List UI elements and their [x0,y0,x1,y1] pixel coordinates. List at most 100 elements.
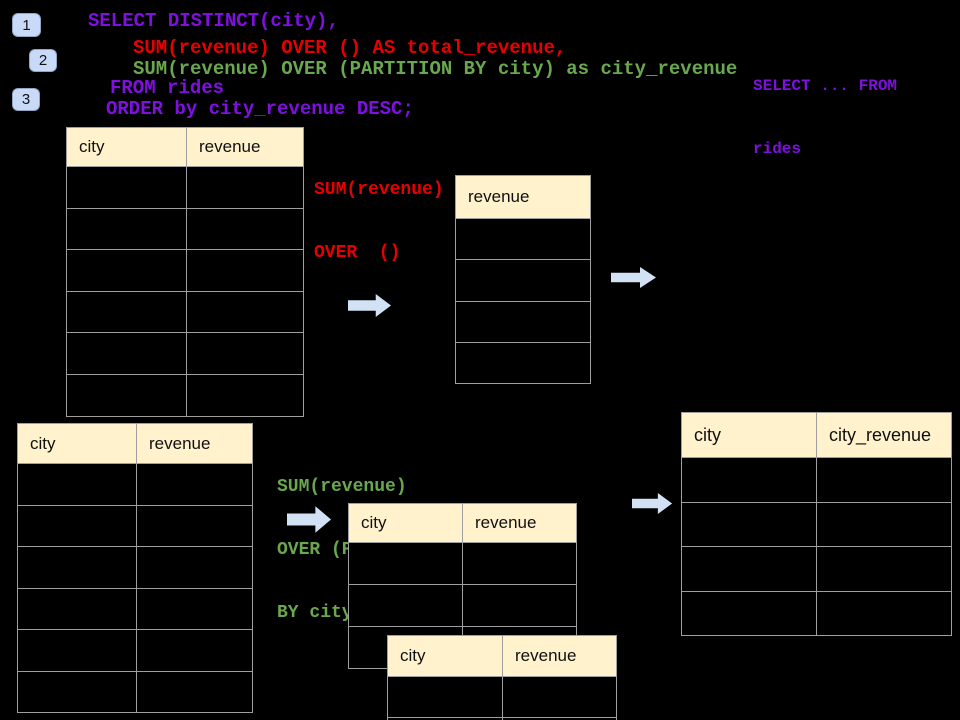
table-cell-empty [137,547,252,588]
column-header-revenue: revenue [456,176,590,218]
table-row [67,332,303,374]
column-header-city: city [349,504,463,542]
table-cell-empty [456,260,590,300]
table-rides-partition-input: city revenue [17,423,253,713]
table-cell-empty [682,458,817,502]
table-header-row: city city_revenue [682,413,951,457]
sql-line-total-revenue: SUM(revenue) OVER () AS total_revenue, [133,37,567,59]
table-cell-empty [137,506,252,547]
column-header-city-revenue: city_revenue [817,413,951,457]
column-header-revenue: revenue [187,128,303,166]
table-cell-empty [187,167,303,208]
sql-line-from: FROM rides [110,77,225,99]
table-cell-empty [682,547,817,591]
table-row [18,629,252,671]
table-row [682,546,951,591]
column-header-city: city [682,413,817,457]
table-row [682,501,951,547]
table-cell-empty [817,592,951,636]
sql-line-order-by: ORDER by city_revenue DESC; [106,98,414,120]
table-header-row: city revenue [349,504,576,542]
arrow-right-icon [611,266,656,289]
sql-line-select: SELECT DISTINCT(city), [88,10,339,32]
step-badge-3: 3 [12,88,40,111]
table-cell-empty [456,219,590,259]
table-row [67,373,303,416]
sql-line-city-revenue: SUM(revenue) OVER (PARTITION BY city) as… [133,58,738,80]
column-header-revenue: revenue [463,504,576,542]
table-cell-empty [349,585,463,626]
arrow-right-icon [348,294,392,317]
table-cell-empty [503,677,616,717]
table-cell-empty [67,333,187,374]
table-cell-empty [18,547,137,588]
table-row [67,207,303,250]
label-sum-over-total-line-1: SUM(revenue) [314,180,444,200]
table-cell-empty [137,589,252,630]
table-cell-empty [187,333,303,374]
table-cell-empty [67,291,187,333]
table-row [67,249,303,291]
table-header-row: city revenue [18,424,252,463]
table-cell-empty [456,302,590,342]
table-city-revenue-result: city city_revenue [681,412,952,636]
table-cell-empty [187,209,303,250]
table-cell-empty [817,458,951,502]
table-cell-empty [18,505,137,546]
side-note: SELECT ... FROM rides [753,34,897,202]
column-header-city: city [67,128,187,166]
table-rides-total-input: city revenue [66,127,304,417]
table-cell-empty [817,503,951,547]
arrow-right-icon [287,506,332,533]
table-row [388,676,616,717]
table-row [18,587,252,630]
table-row [682,590,951,636]
table-cell-empty [18,464,137,505]
table-row [67,166,303,208]
table-cell-empty [187,292,303,333]
table-row [456,259,590,300]
table-header-row: city revenue [388,636,616,676]
table-row [388,717,616,720]
table-cell-empty [18,671,137,712]
side-note-line-1: SELECT ... FROM [753,77,898,95]
table-row [18,504,252,547]
table-partition-group-2: city revenue [387,635,617,720]
arrow-right-icon [632,492,673,515]
step-badge-2: 2 [29,49,57,72]
table-cell-empty [18,630,137,671]
table-row [456,300,590,342]
label-sum-over-total-line-2: OVER () [314,243,401,263]
table-cell-empty [682,591,817,635]
step-badge-2-label: 2 [38,52,48,69]
table-row [349,542,576,584]
table-revenue-column: revenue [455,175,591,385]
table-cell-empty [67,250,187,291]
table-cell-empty [463,543,576,584]
table-cell-empty [18,588,137,629]
table-row [18,670,252,712]
table-cell-empty [187,375,303,416]
table-header-row: city revenue [67,128,303,166]
table-row [349,584,576,626]
table-cell-empty [682,502,817,546]
table-cell-empty [187,250,303,291]
table-cell-empty [137,630,252,671]
table-cell-empty [137,464,252,505]
column-header-city: city [388,636,503,676]
label-sum-over-partition-line-1: SUM(revenue) [277,477,407,497]
column-header-revenue: revenue [503,636,616,676]
table-row [18,546,252,588]
table-row [682,457,951,502]
table-cell-empty [67,208,187,250]
table-cell-empty [456,343,590,383]
table-row [18,463,252,505]
label-sum-over-total: SUM(revenue) OVER () [314,138,444,306]
step-badge-3-label: 3 [21,91,31,108]
table-cell-empty [67,374,187,416]
step-badge-1-label: 1 [22,16,31,34]
table-header-row: revenue [456,176,590,218]
table-row [67,290,303,333]
table-cell-empty [388,718,503,720]
